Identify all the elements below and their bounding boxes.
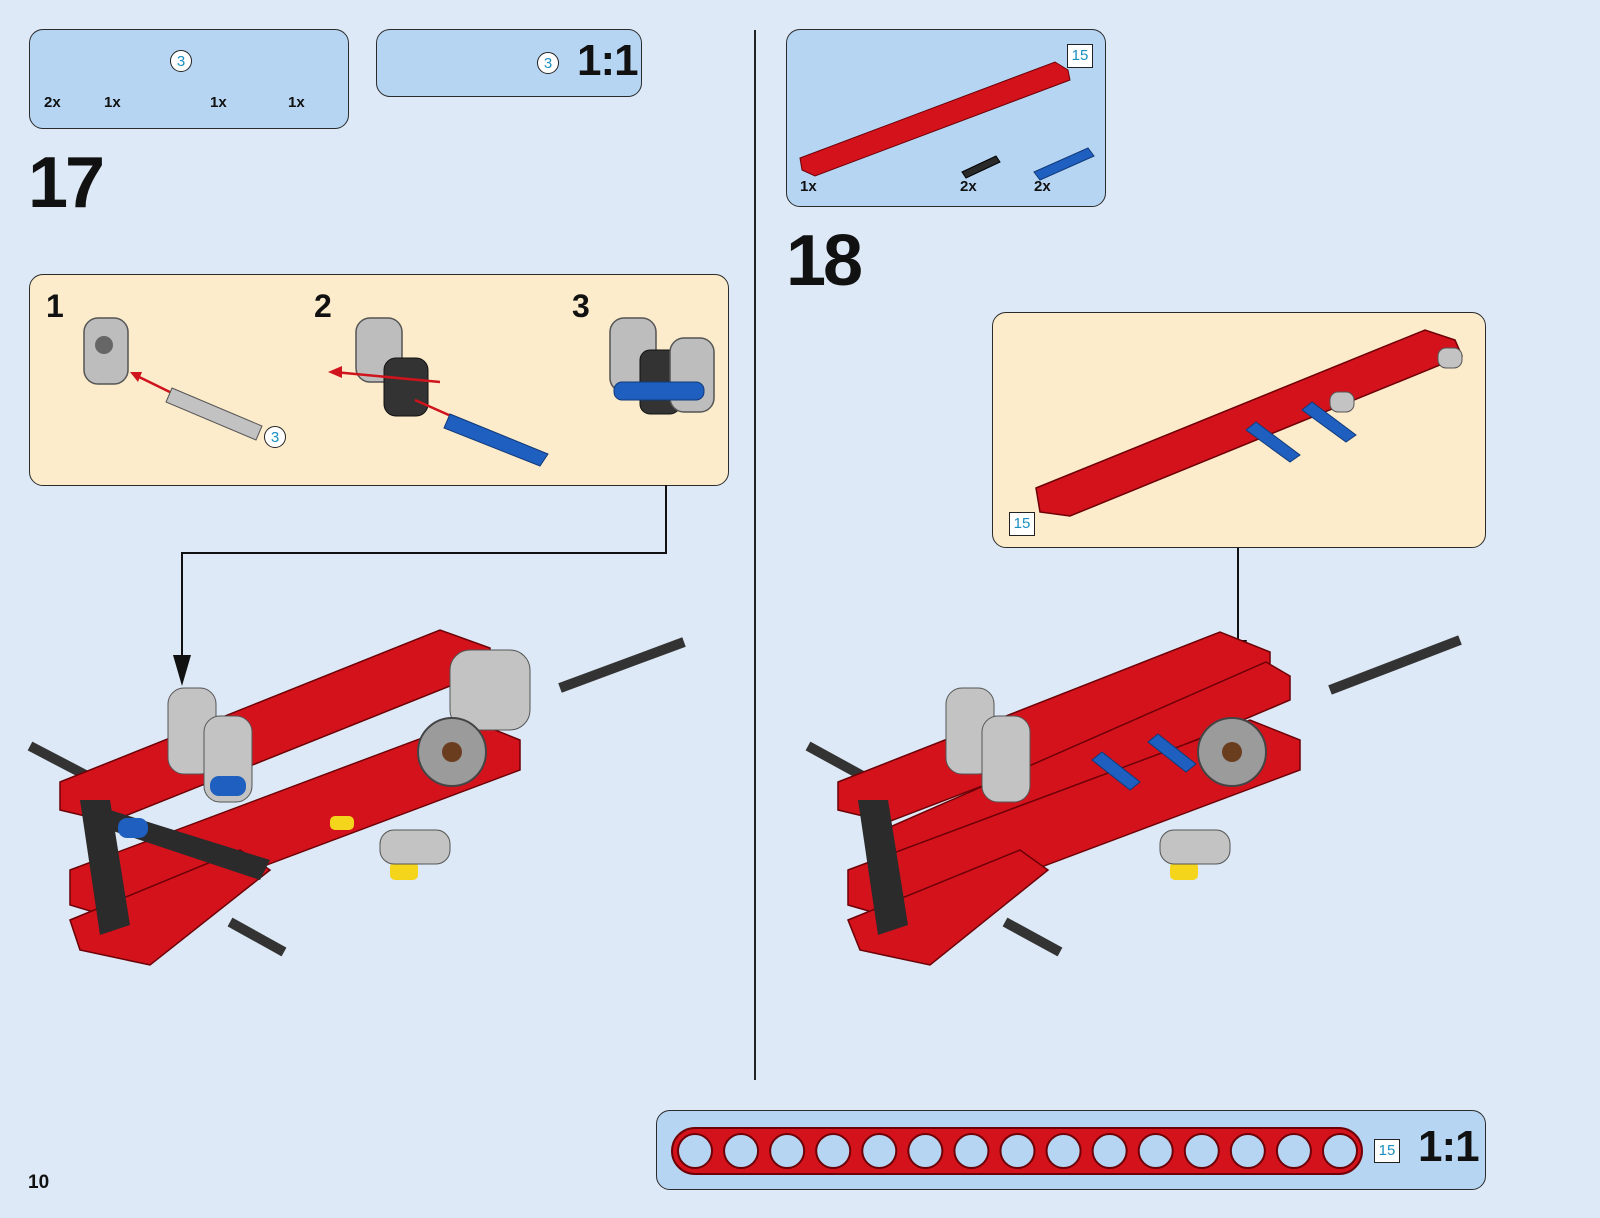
scale-label: 1:1 xyxy=(1418,1122,1479,1172)
beam-hole xyxy=(678,1134,712,1168)
part-qty: 1x xyxy=(288,94,305,111)
parts-list-17: 2x 1x 3 1x 1x xyxy=(29,29,349,129)
scale-label: 1:1 xyxy=(577,36,638,86)
part-qty: 1x xyxy=(210,94,227,111)
substep-3-drawing xyxy=(610,318,714,414)
beam-hole xyxy=(1323,1134,1357,1168)
black-pin-icon xyxy=(962,156,1000,178)
beam-hole xyxy=(908,1134,942,1168)
beam-hole xyxy=(724,1134,758,1168)
beam-hole xyxy=(1277,1134,1311,1168)
beam-hole xyxy=(1001,1134,1035,1168)
blue-pin-icon xyxy=(1034,148,1094,180)
substep-number: 1 xyxy=(46,288,64,325)
length-ref-badge: 15 xyxy=(1009,512,1035,536)
page-number: 10 xyxy=(28,1172,49,1194)
substep-2-drawing xyxy=(328,318,548,466)
part-qty: 2x xyxy=(960,178,977,195)
beam-hole xyxy=(1185,1134,1219,1168)
assembly-17 xyxy=(30,630,684,965)
step-number: 17 xyxy=(28,142,102,224)
length-ref-badge: 3 xyxy=(537,52,559,74)
part-qty: 1x xyxy=(800,178,817,195)
part-qty: 1x xyxy=(104,94,121,111)
beam-hole xyxy=(954,1134,988,1168)
length-ref-badge: 3 xyxy=(170,50,192,72)
beam-hole xyxy=(816,1134,850,1168)
scale-box-17: 3 1:1 xyxy=(376,29,642,97)
part-qty: 2x xyxy=(1034,178,1051,195)
beam-hole xyxy=(862,1134,896,1168)
step-number: 18 xyxy=(786,220,860,302)
length-ref-badge: 3 xyxy=(264,426,286,448)
beam-hole xyxy=(770,1134,804,1168)
arrow-head xyxy=(173,655,191,686)
beam-hole xyxy=(1231,1134,1265,1168)
callout-18-drawing xyxy=(1036,330,1462,516)
part-qty: 2x xyxy=(44,94,61,111)
beam-hole xyxy=(1093,1134,1127,1168)
substep-number: 3 xyxy=(572,288,590,325)
length-ref-badge: 15 xyxy=(1374,1139,1400,1163)
beam-hole xyxy=(1139,1134,1173,1168)
red-beam-15-icon xyxy=(800,62,1070,176)
beam-hole xyxy=(1047,1134,1081,1168)
assembly-18 xyxy=(808,632,1460,965)
substep-1-drawing xyxy=(84,318,262,440)
length-ref-badge: 15 xyxy=(1067,44,1093,68)
substep-number: 2 xyxy=(314,288,332,325)
